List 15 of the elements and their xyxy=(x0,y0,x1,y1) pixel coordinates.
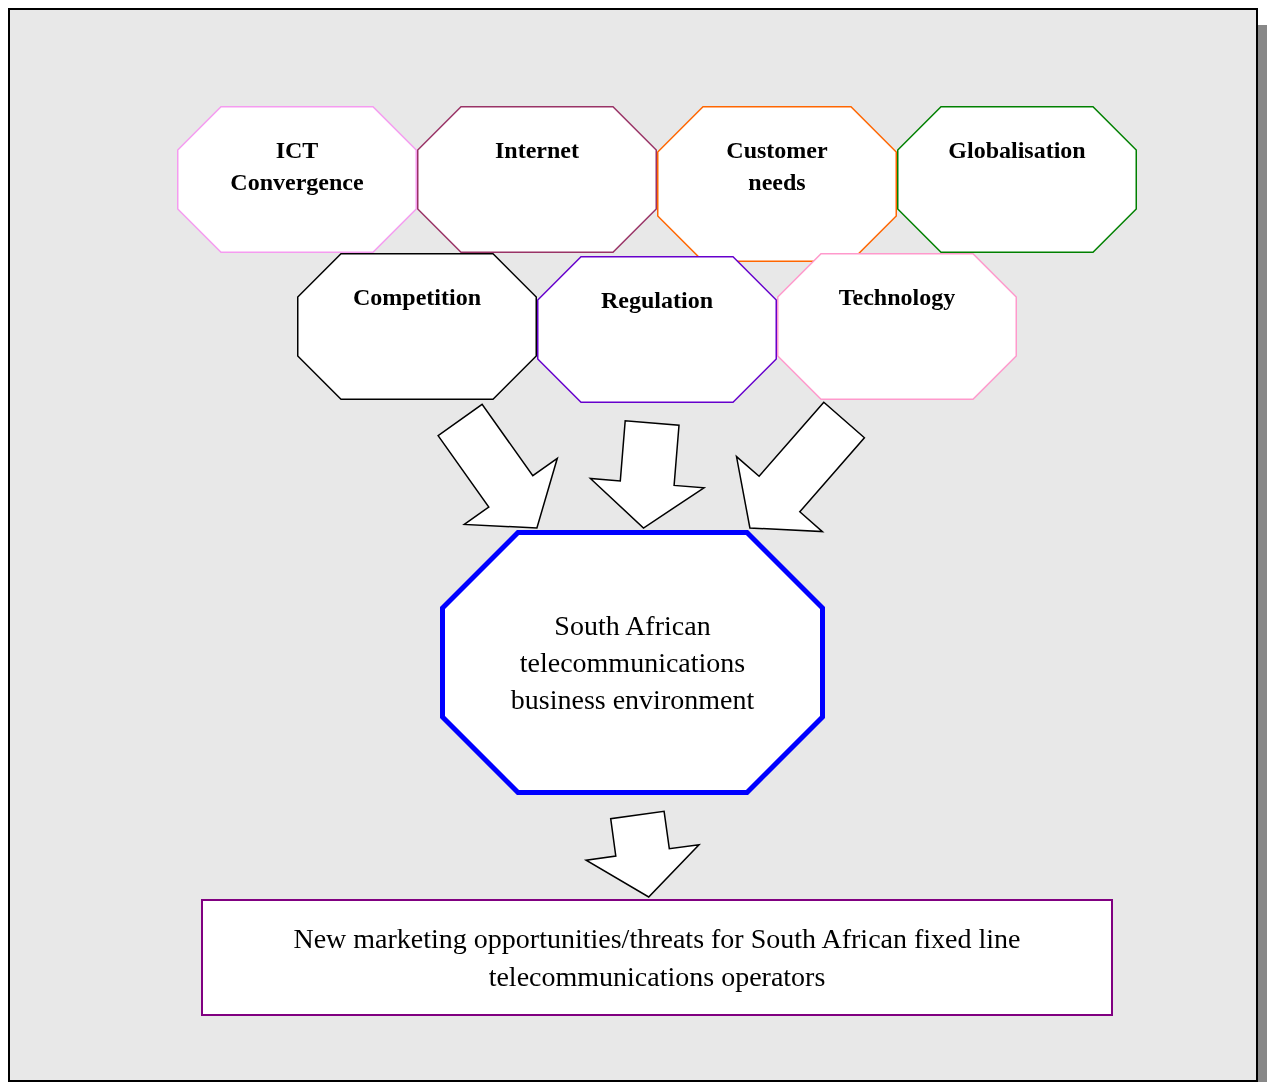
outcome-box xyxy=(201,899,1113,1016)
block-arrow xyxy=(583,810,702,898)
node-label: ICT Convergence xyxy=(229,136,365,197)
block-arrow xyxy=(588,420,707,529)
node-label: South African telecommunications business environment xyxy=(509,609,756,717)
node-label: Technology xyxy=(837,283,957,312)
node-label: Competition xyxy=(352,283,482,312)
block-arrow xyxy=(735,401,866,533)
node-label: Internet xyxy=(494,136,580,165)
octagon-box xyxy=(657,106,897,262)
node-label: Customer needs xyxy=(725,136,829,197)
block-arrow xyxy=(437,403,559,529)
node-label: Regulation xyxy=(600,286,714,315)
node-label: New marketing opportunities/threats for South African fixed line telecommunications operators xyxy=(292,921,1022,994)
node-label: Globalisation xyxy=(947,136,1087,165)
